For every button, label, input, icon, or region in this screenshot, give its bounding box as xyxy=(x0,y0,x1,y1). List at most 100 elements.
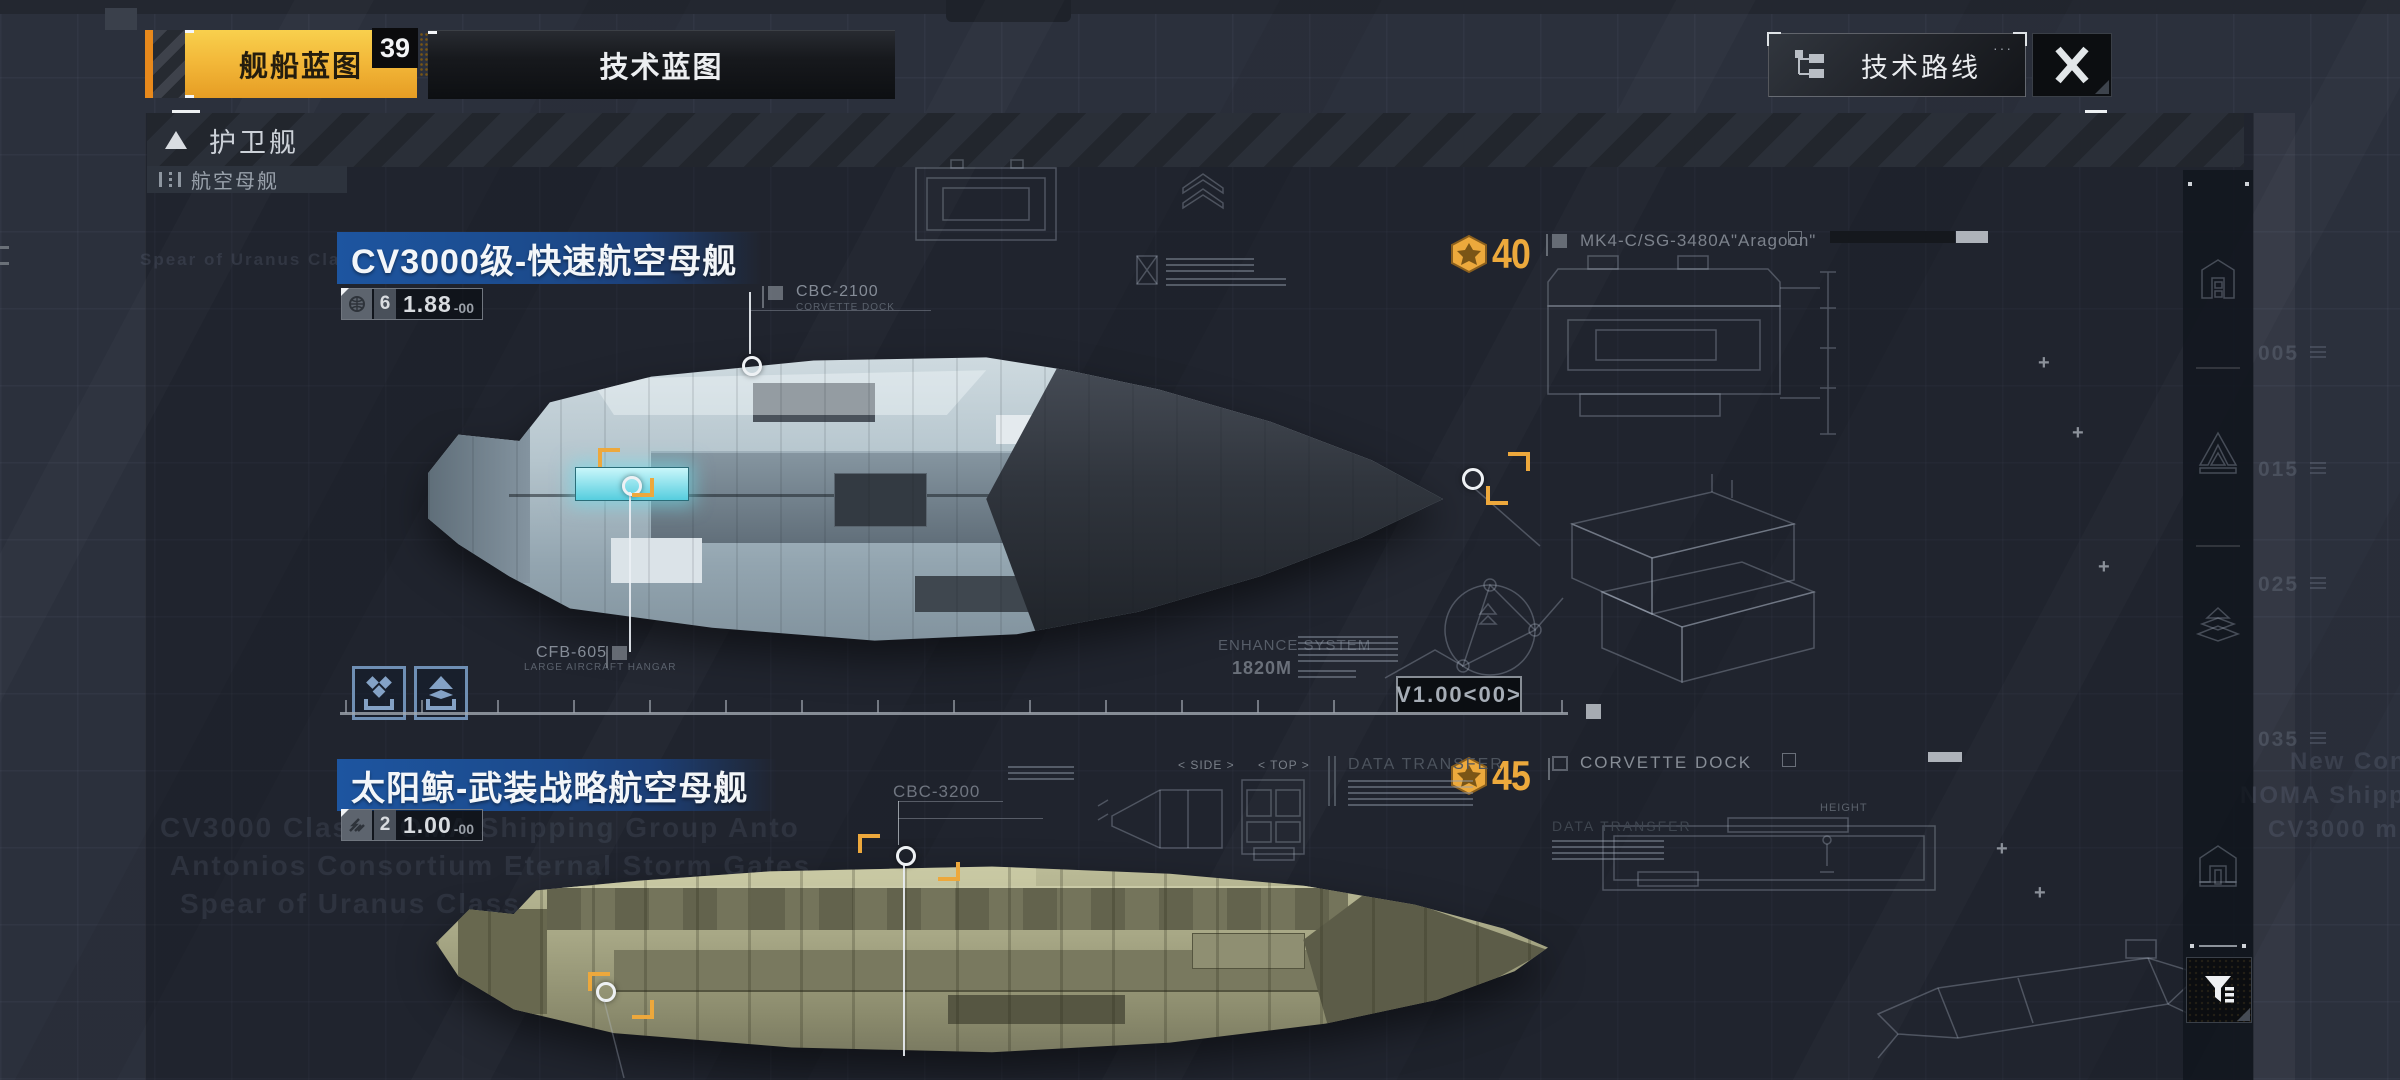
progress-bar xyxy=(1830,231,1955,243)
ship1-card[interactable]: CV3000级-快速航空母舰 xyxy=(337,232,762,284)
ship1-cost: 40 xyxy=(1450,230,1537,278)
speed-icon xyxy=(342,810,372,840)
annotation-data-transfer: DATA TRANSFER xyxy=(1348,756,1504,773)
tab-tech-blueprints-label: 技术蓝图 xyxy=(599,52,724,84)
orange-bracket xyxy=(1486,486,1508,505)
decor-square xyxy=(105,8,137,30)
annotation-bar xyxy=(1334,756,1336,806)
close-button[interactable] xyxy=(2032,33,2112,97)
orange-bracket xyxy=(632,478,654,497)
blueprint-drawing-dock-top xyxy=(915,159,1057,241)
scroll-up-icon[interactable] xyxy=(1182,173,1224,210)
ship1-version-sub: -00 xyxy=(453,300,474,316)
scale-ruler xyxy=(340,712,1568,715)
ruler-number: 025 xyxy=(2258,573,2327,596)
blueprint-drawing-top-view xyxy=(1241,779,1305,861)
ruler-number: 015 xyxy=(2258,458,2327,481)
ship2-version-sub: -00 xyxy=(453,821,474,837)
annotation-cbc2100: CBC-2100 xyxy=(796,283,879,300)
ghost-text: New Continent Clas xyxy=(2290,748,2400,775)
plus-mark: + xyxy=(2098,556,2110,578)
ghost-text: Spear of Uranus Cla xyxy=(140,250,341,269)
blueprint-drawing-side-view xyxy=(1097,789,1223,849)
flag-icon xyxy=(1548,756,1568,780)
marker-circle xyxy=(1462,468,1484,490)
side-band xyxy=(2253,113,2295,1080)
blueprint-drawing-dock-front xyxy=(1547,255,1836,435)
annotation-line xyxy=(898,801,899,845)
ship1-name: CV3000级-快速航空母舰 xyxy=(351,242,738,281)
ruler-handle[interactable] xyxy=(1586,704,1601,719)
annotation-hangar: LARGE AIRCRAFT HANGAR xyxy=(524,662,677,673)
ship2-image[interactable] xyxy=(436,838,1548,1076)
category-label: 航空母舰 xyxy=(191,171,279,193)
plus-mark: + xyxy=(2038,352,2050,374)
annotation-lines xyxy=(1166,278,1286,286)
sidebar-carrier-icon[interactable] xyxy=(2198,431,2238,474)
orange-bracket xyxy=(858,834,880,853)
marker-circle xyxy=(596,982,616,1002)
tab-tech-blueprints[interactable]: 技术蓝图 xyxy=(428,30,895,99)
category-icon xyxy=(159,172,181,187)
annotation-lines xyxy=(1298,670,1356,680)
tech-route-dots: ··· xyxy=(1993,40,2013,56)
globe-icon xyxy=(342,289,372,319)
annotation-lines xyxy=(1008,766,1074,780)
decor-notch xyxy=(946,0,1071,22)
filter-icon xyxy=(2205,976,2234,1003)
blueprint-drawing-circle-diagram xyxy=(1384,578,1564,679)
tab-underline xyxy=(172,110,200,113)
marker-line xyxy=(749,292,751,354)
checkbox-outline xyxy=(1782,753,1796,767)
collapse-triangle-icon xyxy=(165,131,187,149)
orange-bracket xyxy=(588,972,610,991)
annotation-data-transfer2: DATA TRANSFER xyxy=(1552,818,1692,834)
orange-bracket xyxy=(938,862,960,881)
plus-mark: + xyxy=(1996,838,2008,860)
flag-icon xyxy=(1546,234,1567,256)
ruler-number: 005 xyxy=(2258,342,2327,365)
dot-mark xyxy=(2190,944,2194,948)
ship1-version: 1.88 xyxy=(403,290,452,317)
annotation-corvette-dock2: CORVETTE DOCK xyxy=(1580,753,1753,772)
right-sidebar xyxy=(2183,170,2253,1080)
annotation-line xyxy=(898,801,1003,802)
ruler-number: 035 xyxy=(2258,728,2327,751)
progress-bar-segment xyxy=(1956,231,1988,243)
annotation-bar xyxy=(1328,756,1330,806)
orange-bracket xyxy=(598,448,620,467)
marker-line xyxy=(629,492,631,652)
top-strip xyxy=(0,0,2400,14)
ship2-cost: 45 xyxy=(1450,752,1537,800)
category-tab-carrier[interactable]: 航空母舰 xyxy=(147,166,347,193)
sidebar-garage-icon[interactable] xyxy=(2198,842,2238,888)
annotation-length: 1820M xyxy=(1232,658,1293,678)
ship2-version-badge: 2 1.00 -00 xyxy=(341,809,483,841)
dot-mark xyxy=(2242,944,2246,948)
sidebar-deck-icon[interactable] xyxy=(2195,606,2241,642)
ship1-image[interactable] xyxy=(428,338,1443,660)
blueprint-count-badge: 39 xyxy=(372,28,418,68)
flag-icon xyxy=(762,286,783,308)
sidebar-hangar-icon[interactable] xyxy=(2198,256,2238,300)
scale-ruler-ticks xyxy=(345,700,1567,713)
filter-button[interactable] xyxy=(2186,957,2252,1023)
tech-route-button[interactable]: 技术路线 ··· xyxy=(1767,32,2027,97)
ship1-cost-value: 40 xyxy=(1492,230,1531,277)
edge-mark xyxy=(0,262,9,265)
marker-leader xyxy=(1473,487,1541,547)
section-header-frigate[interactable]: 护卫舰 xyxy=(147,113,2244,167)
ghost-text: Antonios Consortium Eternal Storm Gates xyxy=(170,850,812,881)
annotation-enhance-system: ENHANCE SYSTEM xyxy=(1218,637,1372,654)
tab-ship-blueprints-label: 舰船蓝图 xyxy=(238,51,363,83)
ship2-cost-value: 45 xyxy=(1492,752,1531,799)
orange-bracket xyxy=(1508,452,1530,471)
ship2-level: 2 xyxy=(374,810,396,840)
ship2-card[interactable]: 太阳鲸-武装战略航空母舰 xyxy=(337,759,777,811)
annotation-line xyxy=(898,818,1043,819)
sidebar-divider xyxy=(2196,545,2240,547)
close-underline xyxy=(2085,110,2107,113)
annotation-height: HEIGHT xyxy=(1820,802,1868,814)
marker-leader xyxy=(603,999,625,1079)
